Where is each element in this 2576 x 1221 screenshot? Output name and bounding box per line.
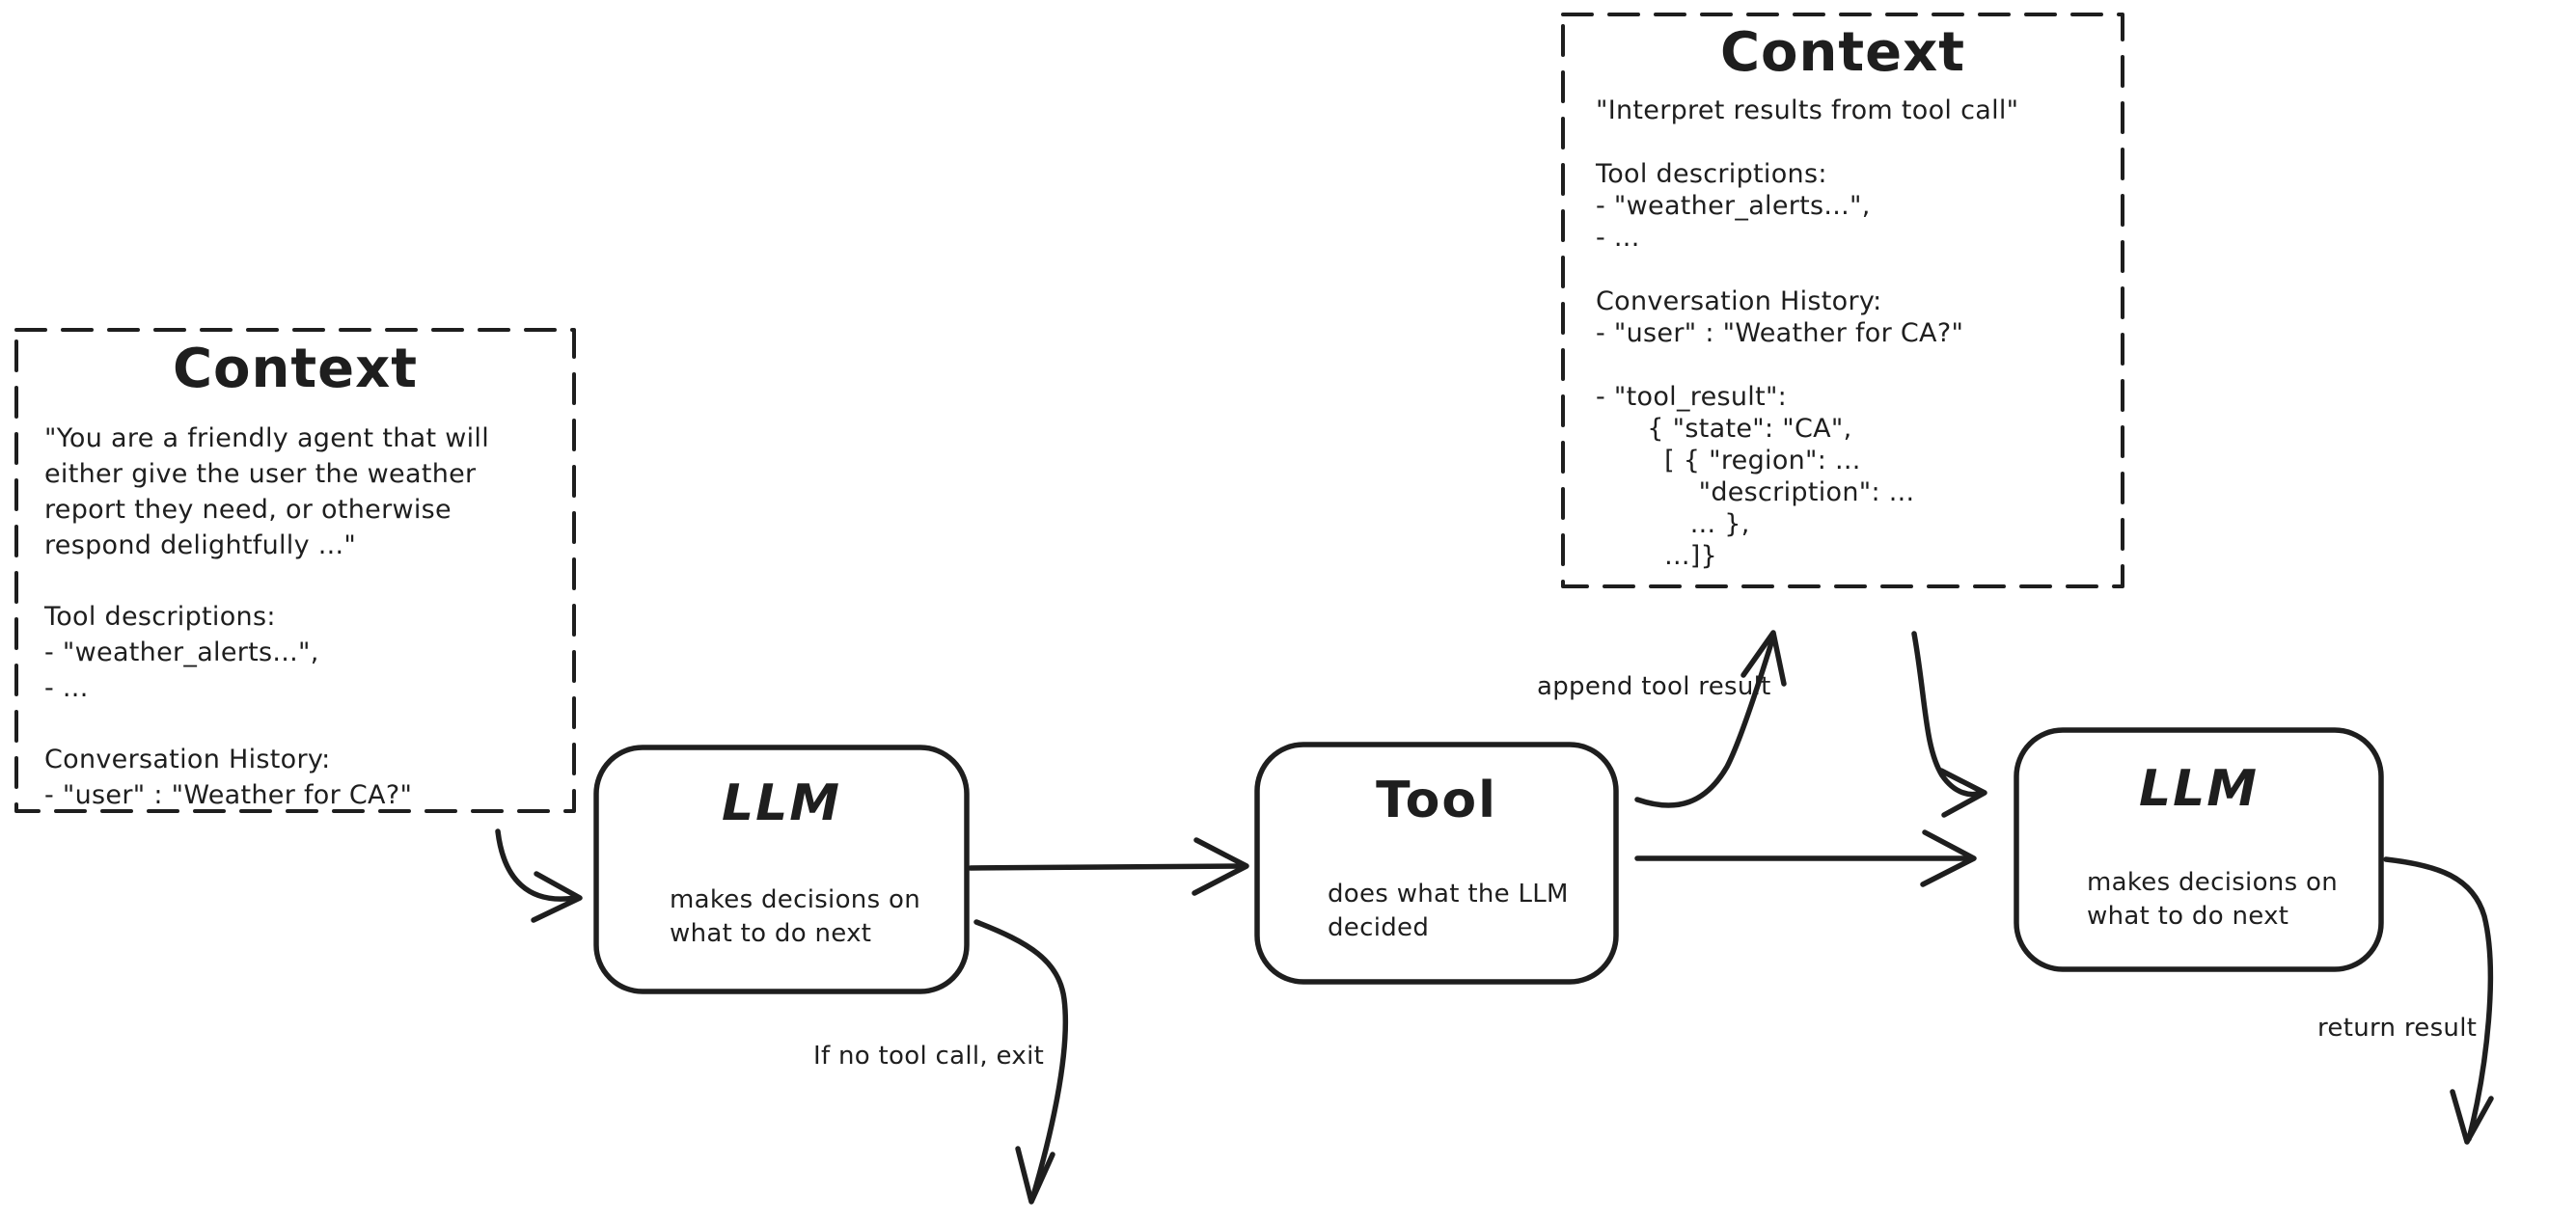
node-llm-2-title: LLM	[2138, 760, 2259, 818]
edge-label-return-result: return result	[2317, 1014, 2478, 1043]
context-box-right-border	[1561, 13, 2124, 588]
arrow-context-right-to-llm2	[1911, 631, 1987, 818]
arrow-context-left-to-llm1	[495, 828, 583, 923]
arrow-llm1-exit	[973, 919, 1069, 1205]
arrow-tool-to-context-right	[1634, 630, 1787, 808]
context-left-body: "You are a friendly agent that will eith…	[44, 423, 490, 810]
edge-label-if-no-tool-call-exit: If no tool call, exit	[813, 1042, 1045, 1071]
arrow-llm2-return	[2383, 856, 2494, 1145]
context-box-right: Context	[1563, 21, 2123, 84]
node-llm-2-description: makes decisions on what to do next	[2087, 868, 2338, 931]
edge-label-append-tool-result: append tool result	[1537, 672, 1771, 701]
context-right-title: Context	[1719, 21, 1966, 84]
node-llm-1-title: LLM	[721, 774, 841, 832]
node-llm-2-border	[2014, 727, 2384, 972]
context-right-body: "Interpret results from tool call" Tool …	[1596, 95, 2019, 571]
node-tool-border	[1254, 742, 1619, 985]
node-tool-title: Tool	[1376, 772, 1497, 829]
node-tool-description: does what the LLM decided	[1328, 880, 1569, 942]
node-llm-1-border	[593, 745, 970, 994]
context-box-left-border	[14, 328, 576, 813]
context-left-title: Context	[172, 338, 419, 400]
arrow-llm1-to-tool	[968, 837, 1249, 896]
context-box-left: Context	[16, 338, 574, 400]
arrow-tool-to-llm2	[1634, 829, 1977, 887]
node-llm-1-description: makes decisions on what to do next	[670, 885, 920, 948]
